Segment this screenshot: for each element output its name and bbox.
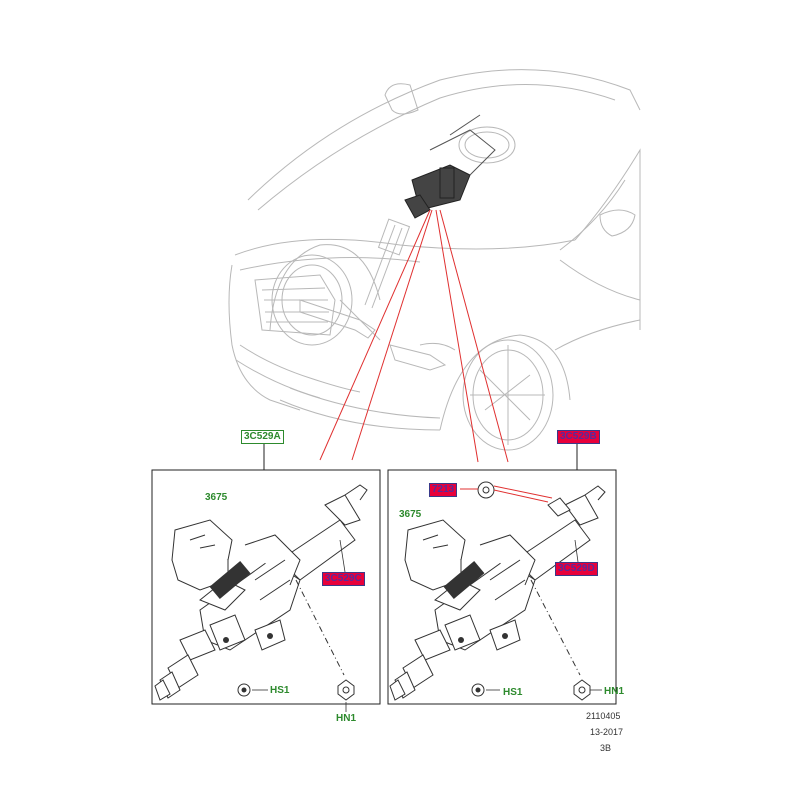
callout-HN1-right: HN1 [604, 686, 625, 697]
date-code: 13-2017 [590, 727, 624, 737]
callout-HN1-left: HN1 [336, 713, 357, 724]
callout-3C529C: 3C529C [322, 572, 365, 586]
callout-3675-right: 3675 [399, 509, 422, 520]
callout-3C529A: 3C529A [241, 430, 284, 444]
callout-HS1-left: HS1 [270, 685, 290, 696]
revision-code: 3B [600, 743, 612, 753]
callout-7213: 7213 [429, 483, 458, 497]
callout-3C529B: 3C529B [557, 430, 600, 444]
callout-HS1-right: HS1 [503, 687, 523, 698]
drawing-number: 2110405 [586, 711, 621, 721]
callout-3C529D: 3C529D [555, 562, 598, 576]
callout-3675-left: 3675 [205, 492, 228, 503]
